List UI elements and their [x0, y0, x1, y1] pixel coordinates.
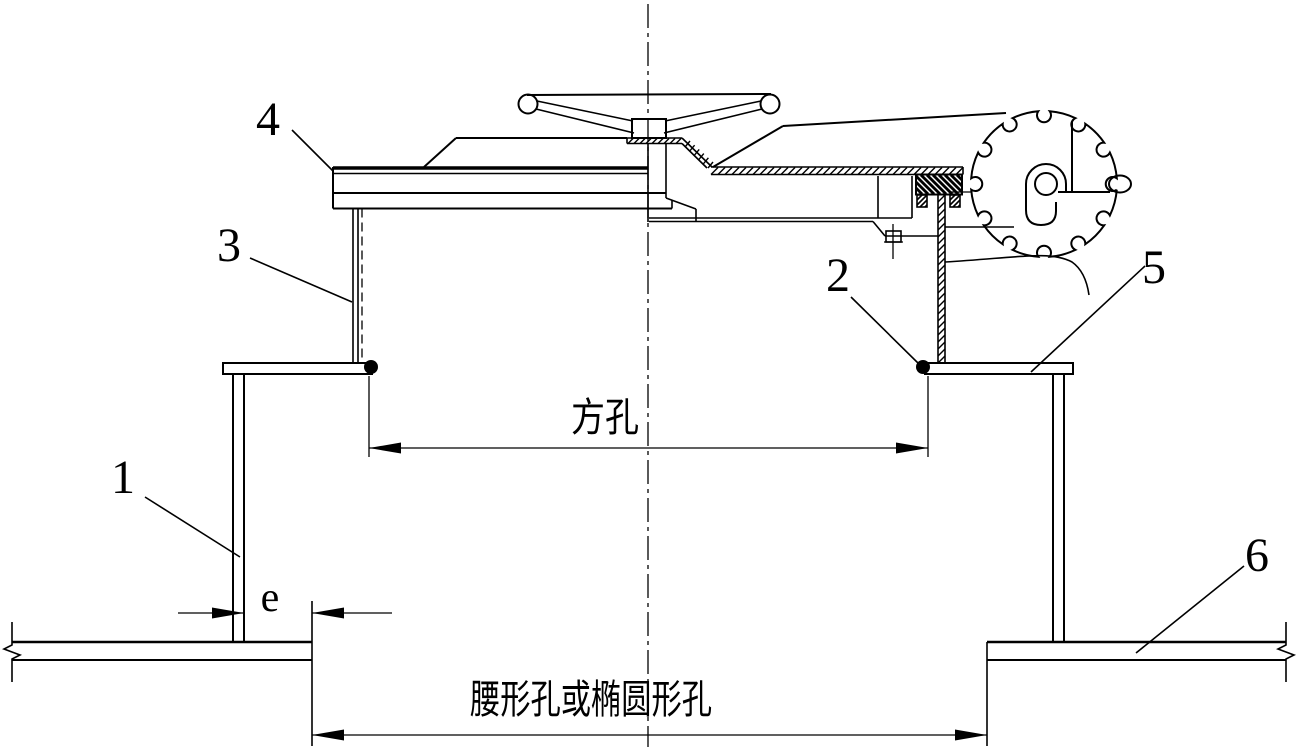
handwheel-spoke [536, 100, 634, 122]
yoke-cover-body [332, 137, 673, 210]
hatch-pattern [684, 140, 714, 169]
weld-dot-left [364, 360, 378, 374]
chain-pin [1108, 174, 1132, 194]
dimension-e-offset: e [178, 575, 392, 622]
sprocket-boss [1025, 163, 1067, 185]
leader-part-5 [1030, 265, 1146, 373]
part-label-4: 4 [256, 93, 280, 146]
part-label-6: 6 [1245, 529, 1269, 582]
dimension-waist-hole: 腰形孔或椭圆形孔 [311, 601, 988, 746]
leader-part-4 [291, 129, 334, 172]
leader-part-3 [249, 257, 353, 303]
hatch-pattern [915, 174, 963, 195]
cover-slope [423, 137, 457, 168]
leader-part-6 [1135, 565, 1245, 654]
mounting-flange-section [626, 137, 964, 176]
handwheel-spoke [663, 108, 763, 134]
chain-sprocket [970, 110, 1132, 258]
chain-pocket [1025, 184, 1057, 227]
handwheel-spoke [535, 108, 635, 134]
handwheel-spoke [664, 100, 762, 122]
arrowhead-left [369, 442, 401, 454]
dimension-square-hole: 方孔 [368, 376, 929, 457]
leader-part-2 [850, 296, 921, 366]
sprocket-teeth [970, 110, 1118, 258]
handwheel-rim-right [759, 93, 781, 115]
leader-lines [144, 129, 1245, 654]
part-label-5: 5 [1142, 241, 1166, 294]
handwheel [517, 93, 781, 139]
part-label-1: 1 [111, 451, 135, 504]
hatch-pattern [627, 138, 682, 144]
arrowhead-right [955, 729, 987, 741]
break-symbol-left [2, 622, 22, 682]
part-label-3: 3 [217, 219, 241, 272]
break-symbol-right [1276, 622, 1296, 682]
base-plate-left [2, 622, 312, 682]
arrowhead-left [312, 729, 344, 741]
support-bracket-left [222, 360, 378, 642]
e-offset-label: e [261, 575, 280, 621]
housing-lower-curve [944, 254, 1090, 296]
hatch-pattern [710, 167, 964, 175]
part-labels: 1 2 3 4 5 6 [111, 93, 1269, 582]
valve-bonnet [647, 143, 972, 259]
arrowhead-right [312, 607, 344, 619]
mounting-column-right [937, 194, 946, 364]
mounting-rod-left [352, 208, 363, 363]
support-bracket-right [916, 360, 1074, 642]
square-hole-label: 方孔 [571, 395, 639, 440]
handwheel-rim-left [517, 93, 539, 115]
handwheel-hub [631, 118, 667, 139]
hatch-pattern [916, 194, 928, 208]
waist-hole-label: 腰形孔或椭圆形孔 [470, 677, 712, 722]
hatch-pattern [949, 194, 961, 208]
sprocket-shaft-hole [1034, 172, 1058, 196]
packing-gland [915, 173, 963, 208]
arrowhead-left [212, 607, 244, 619]
hatch-pattern [937, 194, 946, 364]
gearbox-housing [712, 112, 1090, 296]
leader-part-1 [144, 496, 241, 558]
part-label-2: 2 [826, 249, 850, 302]
base-plate-right [987, 622, 1296, 682]
arrowhead-right [896, 442, 928, 454]
